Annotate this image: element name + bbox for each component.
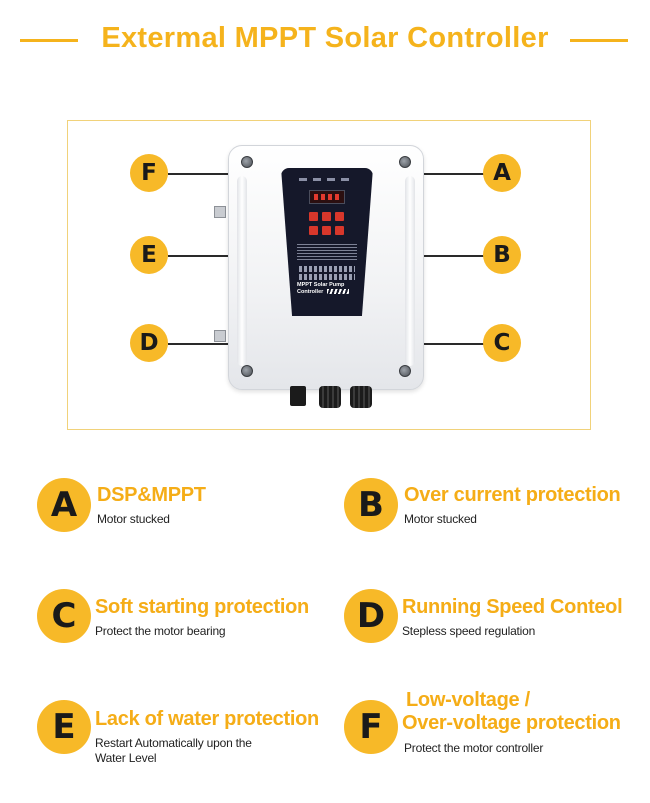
panel-button bbox=[335, 226, 344, 235]
feature-b-badge: B bbox=[344, 478, 398, 532]
feature-b-desc: Motor stucked bbox=[404, 512, 477, 526]
feature-c-desc: Protect the motor bearing bbox=[95, 624, 226, 638]
led-display bbox=[309, 190, 345, 204]
feature-f-title-line1: Low-voltage / bbox=[406, 689, 530, 711]
leader-line-b bbox=[422, 255, 484, 257]
feature-b-title: Over current protection bbox=[404, 484, 621, 506]
title-rule-right bbox=[570, 39, 628, 42]
feature-c-badge: C bbox=[37, 589, 91, 643]
screw-icon bbox=[241, 156, 253, 168]
feature-f-badge: F bbox=[344, 700, 398, 754]
control-panel: MPPT Solar Pump Controller bbox=[281, 168, 373, 316]
panel-button bbox=[322, 212, 331, 221]
feature-a-badge: A bbox=[37, 478, 91, 532]
device-ridge-right bbox=[405, 176, 415, 366]
panel-button bbox=[309, 212, 318, 221]
leader-line-f bbox=[168, 173, 230, 175]
cable-gland bbox=[319, 386, 341, 408]
leader-line-c bbox=[422, 343, 484, 345]
feature-d-desc: Stepless speed regulation bbox=[402, 624, 536, 638]
callout-d: D bbox=[130, 324, 168, 362]
panel-indicator-labels bbox=[299, 178, 355, 181]
feature-a-title: DSP&MPPT bbox=[97, 484, 206, 506]
panel-warning-text bbox=[297, 244, 357, 262]
panel-button bbox=[309, 226, 318, 235]
title-rule-left bbox=[20, 39, 78, 42]
feature-e-title: Lack of water protection bbox=[95, 708, 319, 730]
device-ridge-left bbox=[237, 176, 247, 366]
cable-gland bbox=[350, 386, 372, 408]
cable-connector bbox=[290, 386, 306, 406]
feature-c-title: Soft starting protection bbox=[95, 596, 309, 618]
feature-e-badge: E bbox=[37, 700, 91, 754]
mount-bracket-bottom bbox=[214, 330, 226, 342]
panel-button bbox=[322, 226, 331, 235]
screw-icon bbox=[399, 365, 411, 377]
page-title: Extermal MPPT Solar Controller bbox=[101, 22, 549, 54]
leader-line-e bbox=[168, 255, 230, 257]
panel-button bbox=[335, 212, 344, 221]
panel-stripes bbox=[327, 289, 349, 294]
callout-f: F bbox=[130, 154, 168, 192]
panel-status-labels bbox=[299, 266, 355, 272]
screw-icon bbox=[399, 156, 411, 168]
leader-line-a bbox=[422, 173, 484, 175]
panel-status-labels bbox=[299, 274, 355, 280]
screw-icon bbox=[241, 365, 253, 377]
callout-b: B bbox=[483, 236, 521, 274]
controller-device-image: MPPT Solar Pump Controller bbox=[228, 145, 424, 390]
callout-a: A bbox=[483, 154, 521, 192]
feature-d-title: Running Speed Conteol bbox=[402, 596, 623, 618]
product-frame bbox=[67, 120, 591, 430]
title-row: Extermal MPPT Solar Controller bbox=[0, 18, 650, 58]
callout-e: E bbox=[130, 236, 168, 274]
feature-a-desc: Motor stucked bbox=[97, 512, 170, 526]
feature-f-title-line2: Over-voltage protection bbox=[402, 712, 621, 734]
leader-line-d bbox=[168, 343, 230, 345]
callout-c: C bbox=[483, 324, 521, 362]
panel-product-name: MPPT Solar Pump Controller bbox=[297, 282, 345, 295]
feature-f-desc: Protect the motor controller bbox=[404, 741, 544, 755]
mount-bracket-top bbox=[214, 206, 226, 218]
feature-d-badge: D bbox=[344, 589, 398, 643]
feature-e-desc: Restart Automatically upon the Water Lev… bbox=[95, 736, 252, 765]
